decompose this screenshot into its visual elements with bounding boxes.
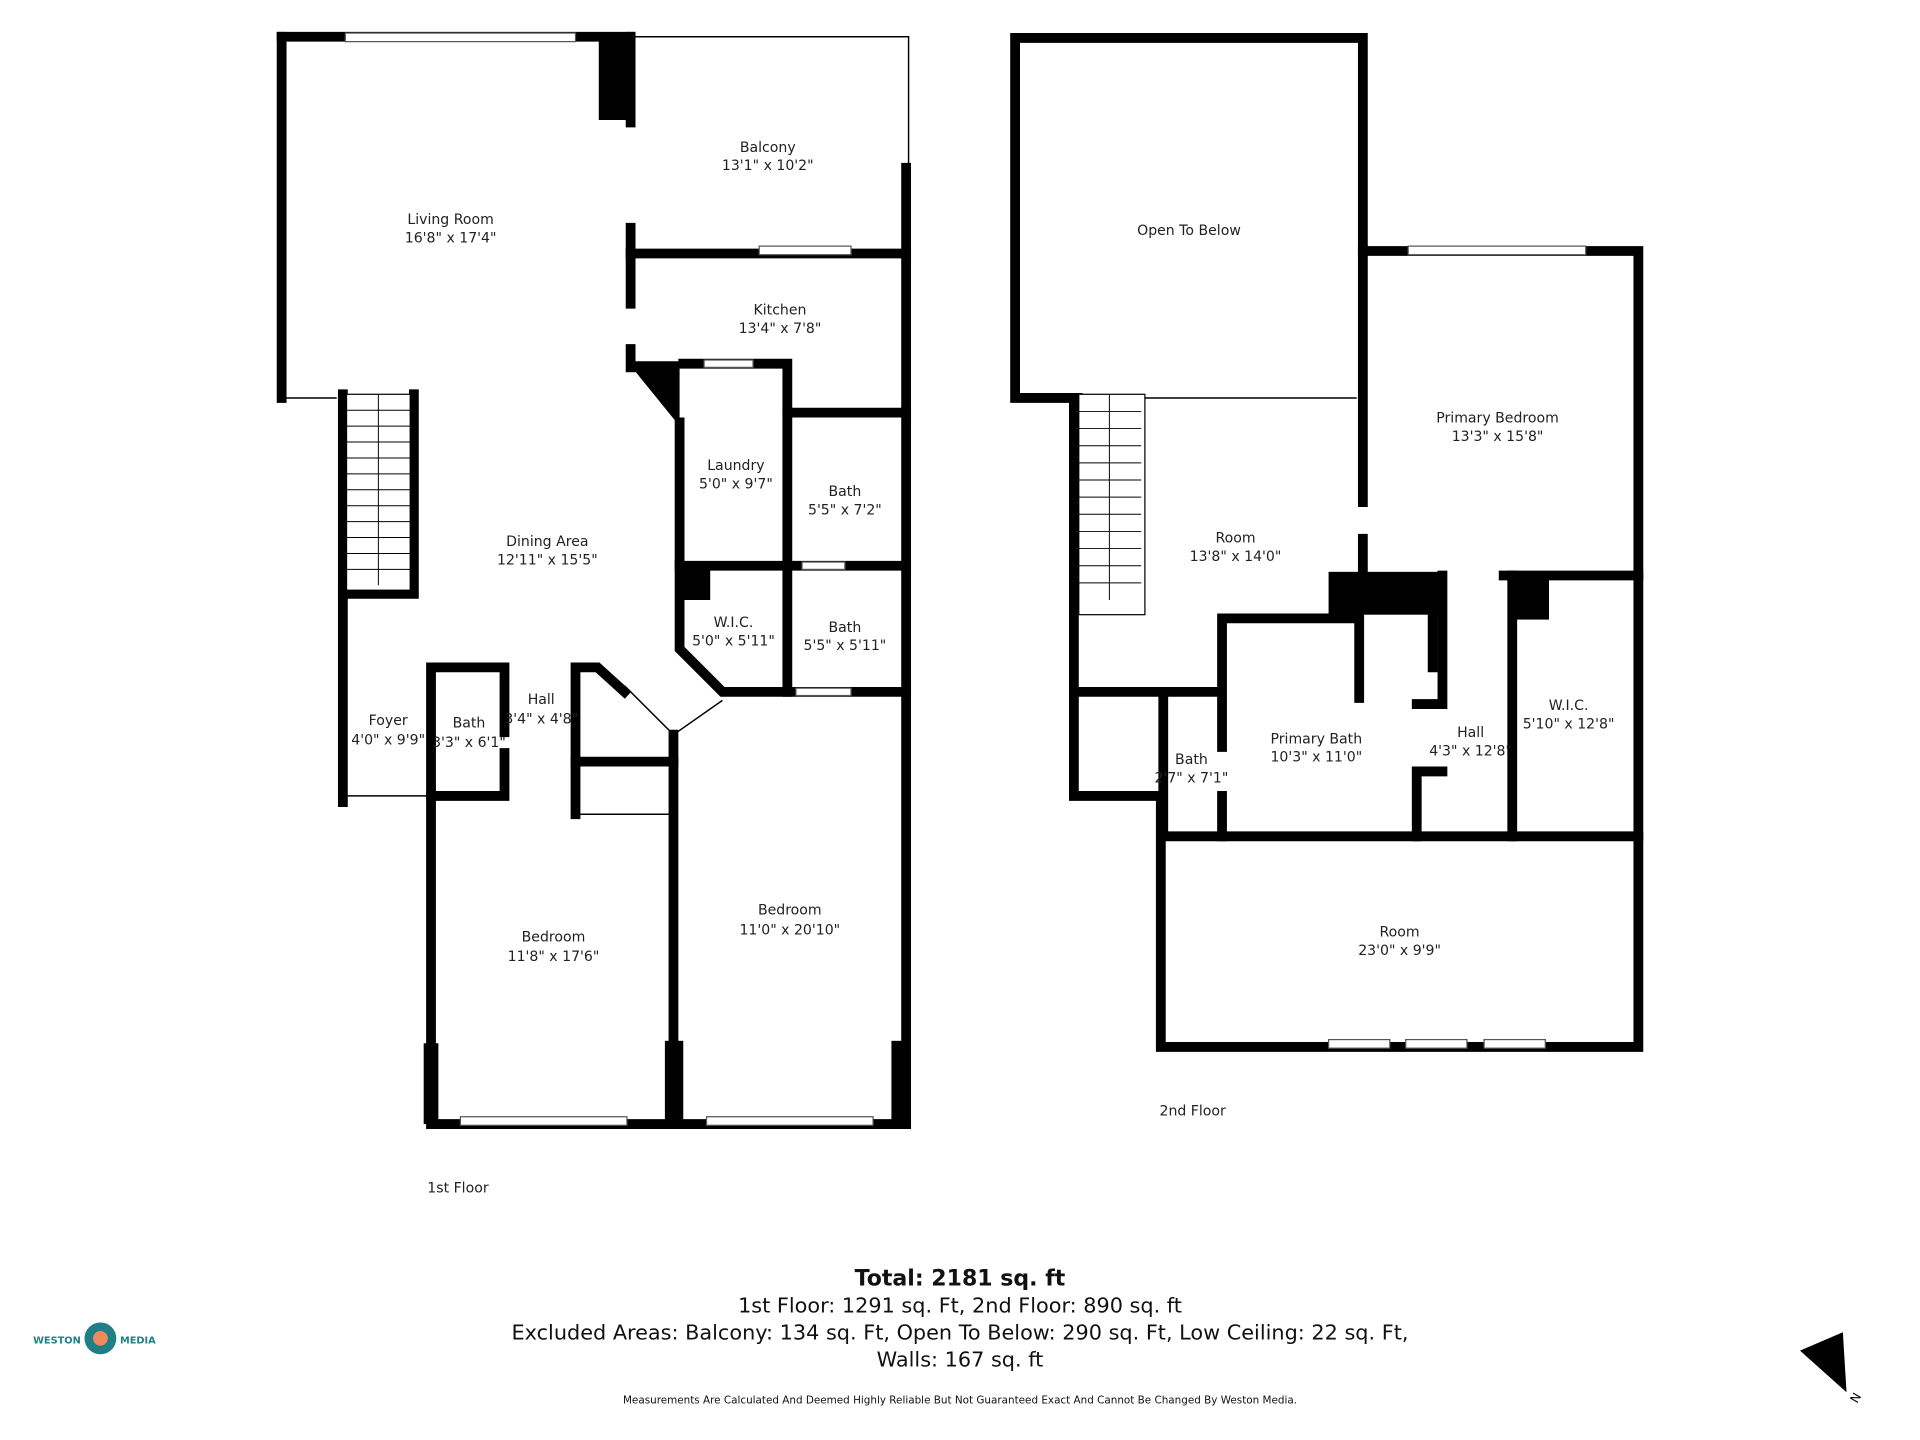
- room-size: 4'3" x 12'8": [1429, 744, 1512, 760]
- room-size: 11'8" x 17'6": [508, 949, 600, 965]
- room-name: Bedroom: [522, 930, 586, 946]
- room-name: Primary Bedroom: [1436, 410, 1559, 426]
- room-name: Laundry: [707, 458, 764, 474]
- room-name: Bath: [453, 715, 486, 731]
- area-summary: Total: 2181 sq. ft 1st Floor: 1291 sq. F…: [512, 1267, 1409, 1407]
- floor-label: 1st Floor: [427, 1181, 489, 1197]
- room-size: 11'0" x 20'10": [739, 922, 840, 938]
- first-floor-plan: Living Room 16'8" x 17'4" Balcony 13'1" …: [276, 31, 912, 1197]
- staircase: [1078, 393, 1146, 616]
- wall-column: [598, 36, 627, 120]
- room-size: 13'4" x 7'8": [739, 321, 822, 337]
- room-size: 5'5" x 7'2": [808, 502, 882, 518]
- room-name: W.I.C.: [1549, 698, 1589, 714]
- svg-text:MEDIA: MEDIA: [120, 1335, 156, 1346]
- room-size: 13'1" x 10'2": [722, 158, 814, 174]
- room-size: 3'3" x 6'1": [432, 735, 506, 751]
- room-size: 5'5" x 5'11": [804, 638, 887, 654]
- room-size: 4'0" x 9'9": [351, 732, 425, 748]
- room-size: 2'7" x 7'1": [1155, 770, 1229, 786]
- room-size: 5'0" x 5'11": [692, 633, 775, 649]
- room-name: Kitchen: [754, 303, 807, 319]
- room-name: Bedroom: [758, 903, 822, 919]
- room-name: Dining Area: [506, 534, 588, 550]
- room-size: 13'8" x 14'0": [1190, 549, 1282, 565]
- room-name: Open To Below: [1137, 223, 1241, 239]
- room-size: 23'0" x 9'9": [1358, 943, 1441, 959]
- room-name: Bath: [829, 620, 862, 636]
- north-arrow-icon: [1800, 1332, 1847, 1393]
- disclaimer: Measurements Are Calculated And Deemed H…: [623, 1394, 1297, 1406]
- walls-area: Walls: 167 sq. ft: [877, 1348, 1044, 1372]
- room-name: W.I.C.: [714, 615, 754, 631]
- room-size: 12'11" x 15'5": [497, 552, 598, 568]
- balcony-railing: [630, 36, 910, 168]
- excluded-areas: Excluded Areas: Balcony: 134 sq. Ft, Ope…: [512, 1321, 1409, 1345]
- total-area: Total: 2181 sq. ft: [855, 1267, 1066, 1292]
- second-floor-plan: Open To Below Primary Bedroom 13'3" x 15…: [1010, 33, 1644, 1120]
- room-size: 13'3" x 15'8": [1452, 429, 1544, 445]
- floor-label: 2nd Floor: [1159, 1104, 1226, 1120]
- room-name: Living Room: [407, 212, 493, 228]
- room-name: Room: [1215, 530, 1255, 546]
- room-name: Foyer: [369, 713, 408, 729]
- room-size: 3'4" x 4'8": [504, 712, 578, 728]
- compass: N: [1800, 1332, 1864, 1405]
- north-label: N: [1848, 1390, 1865, 1405]
- floor-areas: 1st Floor: 1291 sq. Ft, 2nd Floor: 890 s…: [738, 1294, 1182, 1318]
- room-size: 5'0" x 9'7": [699, 477, 773, 493]
- room-size: 10'3" x 11'0": [1270, 750, 1362, 766]
- room-name: Room: [1380, 925, 1420, 941]
- room-size: 5'10" x 12'8": [1523, 717, 1615, 733]
- room-name: Bath: [829, 484, 862, 500]
- svg-text:WESTON: WESTON: [33, 1335, 81, 1346]
- room-name: Primary Bath: [1271, 731, 1363, 747]
- room-name: Hall: [528, 692, 555, 708]
- room-name: Balcony: [740, 140, 796, 156]
- room-name: Hall: [1457, 725, 1484, 741]
- room-size: 16'8" x 17'4": [405, 230, 497, 246]
- staircase: [345, 393, 411, 591]
- room-name: Bath: [1175, 752, 1208, 768]
- weston-media-logo: WESTON MEDIA: [33, 1322, 156, 1355]
- window: [344, 32, 577, 43]
